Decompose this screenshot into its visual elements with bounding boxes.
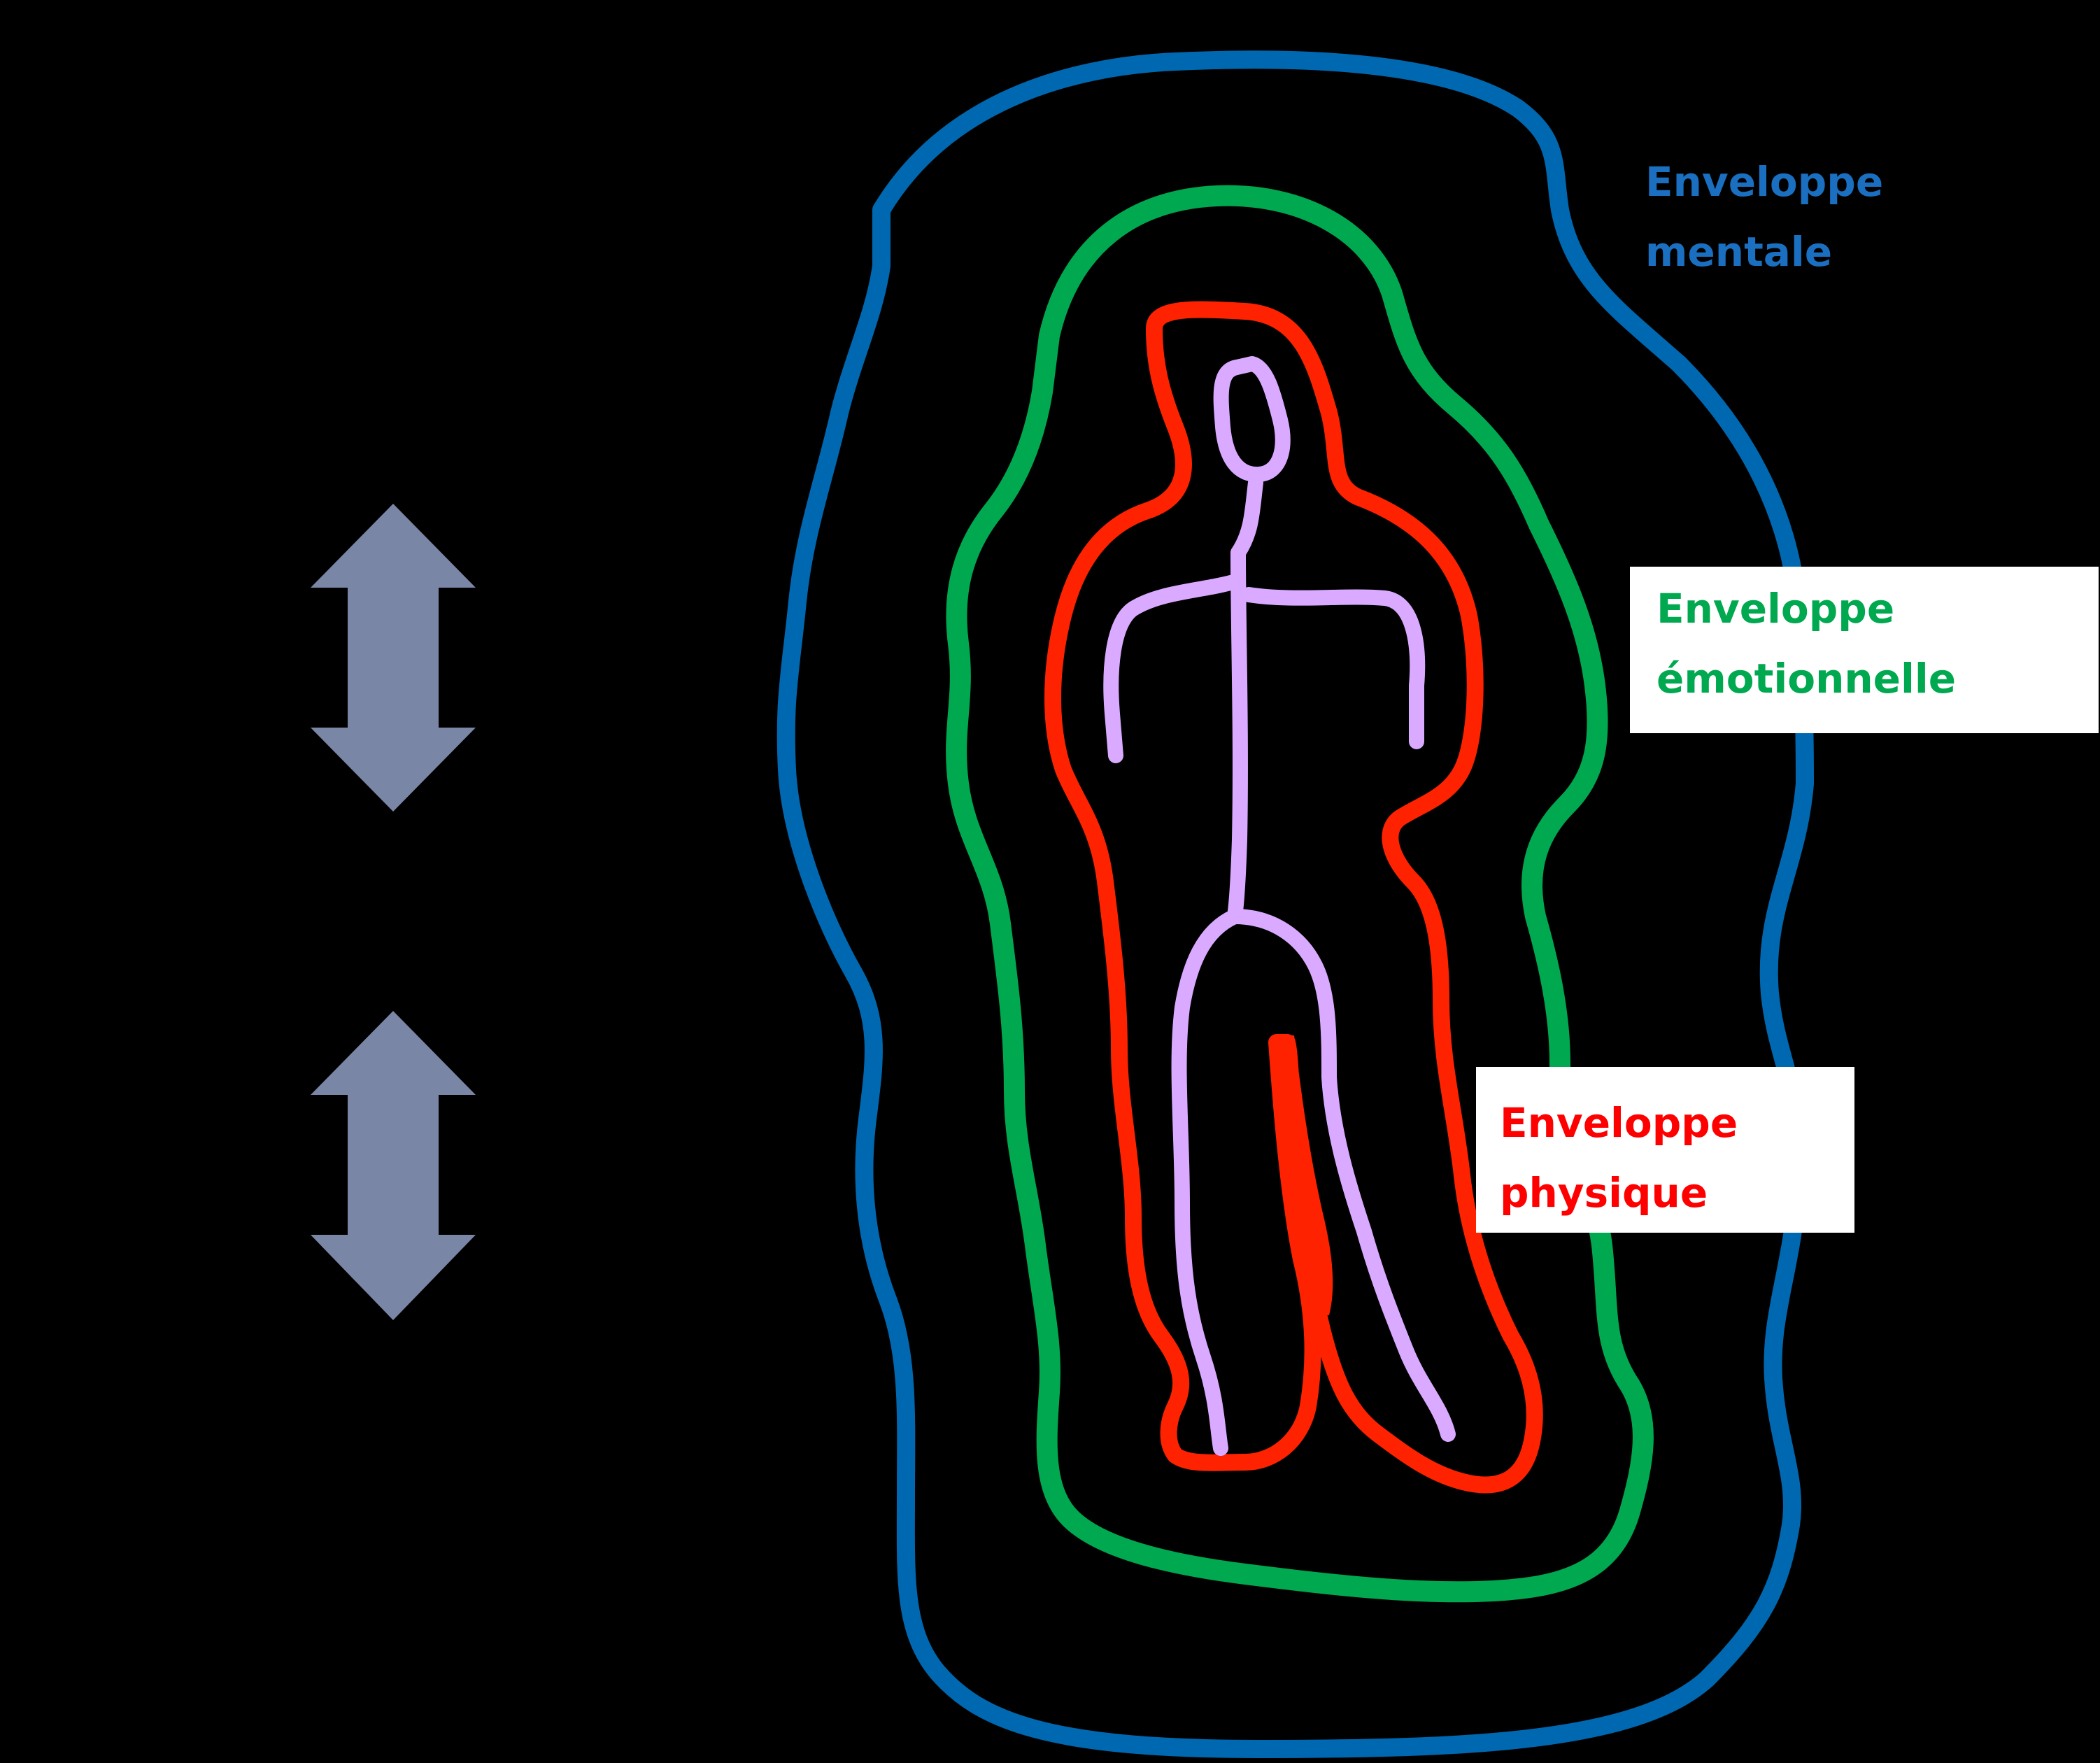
label-physical-line1: Enveloppe — [1500, 1099, 1738, 1147]
emotional-envelope — [946, 185, 1654, 1603]
label-physical-line2: physique — [1500, 1169, 1708, 1217]
label-emotional-line2: émotionnelle — [1656, 655, 1957, 702]
physical-envelope-inner — [1273, 1035, 1333, 1315]
mental-envelope — [776, 50, 1814, 1758]
label-emotional-envelope: Enveloppe émotionnelle — [1630, 567, 2099, 733]
double-arrow-icon — [311, 504, 476, 812]
label-emotional-line1: Enveloppe — [1656, 585, 1895, 632]
double-arrow-icon — [311, 1011, 476, 1320]
label-mental-line1: Enveloppe — [1645, 158, 1884, 206]
label-mental-line2: mentale — [1645, 228, 1833, 276]
physical-envelope — [1044, 301, 1543, 1494]
label-physical-envelope: Enveloppe physique — [1476, 1067, 1854, 1233]
label-mental-envelope: Enveloppe mentale — [1645, 147, 1883, 287]
stick-figure — [1103, 356, 1456, 1456]
